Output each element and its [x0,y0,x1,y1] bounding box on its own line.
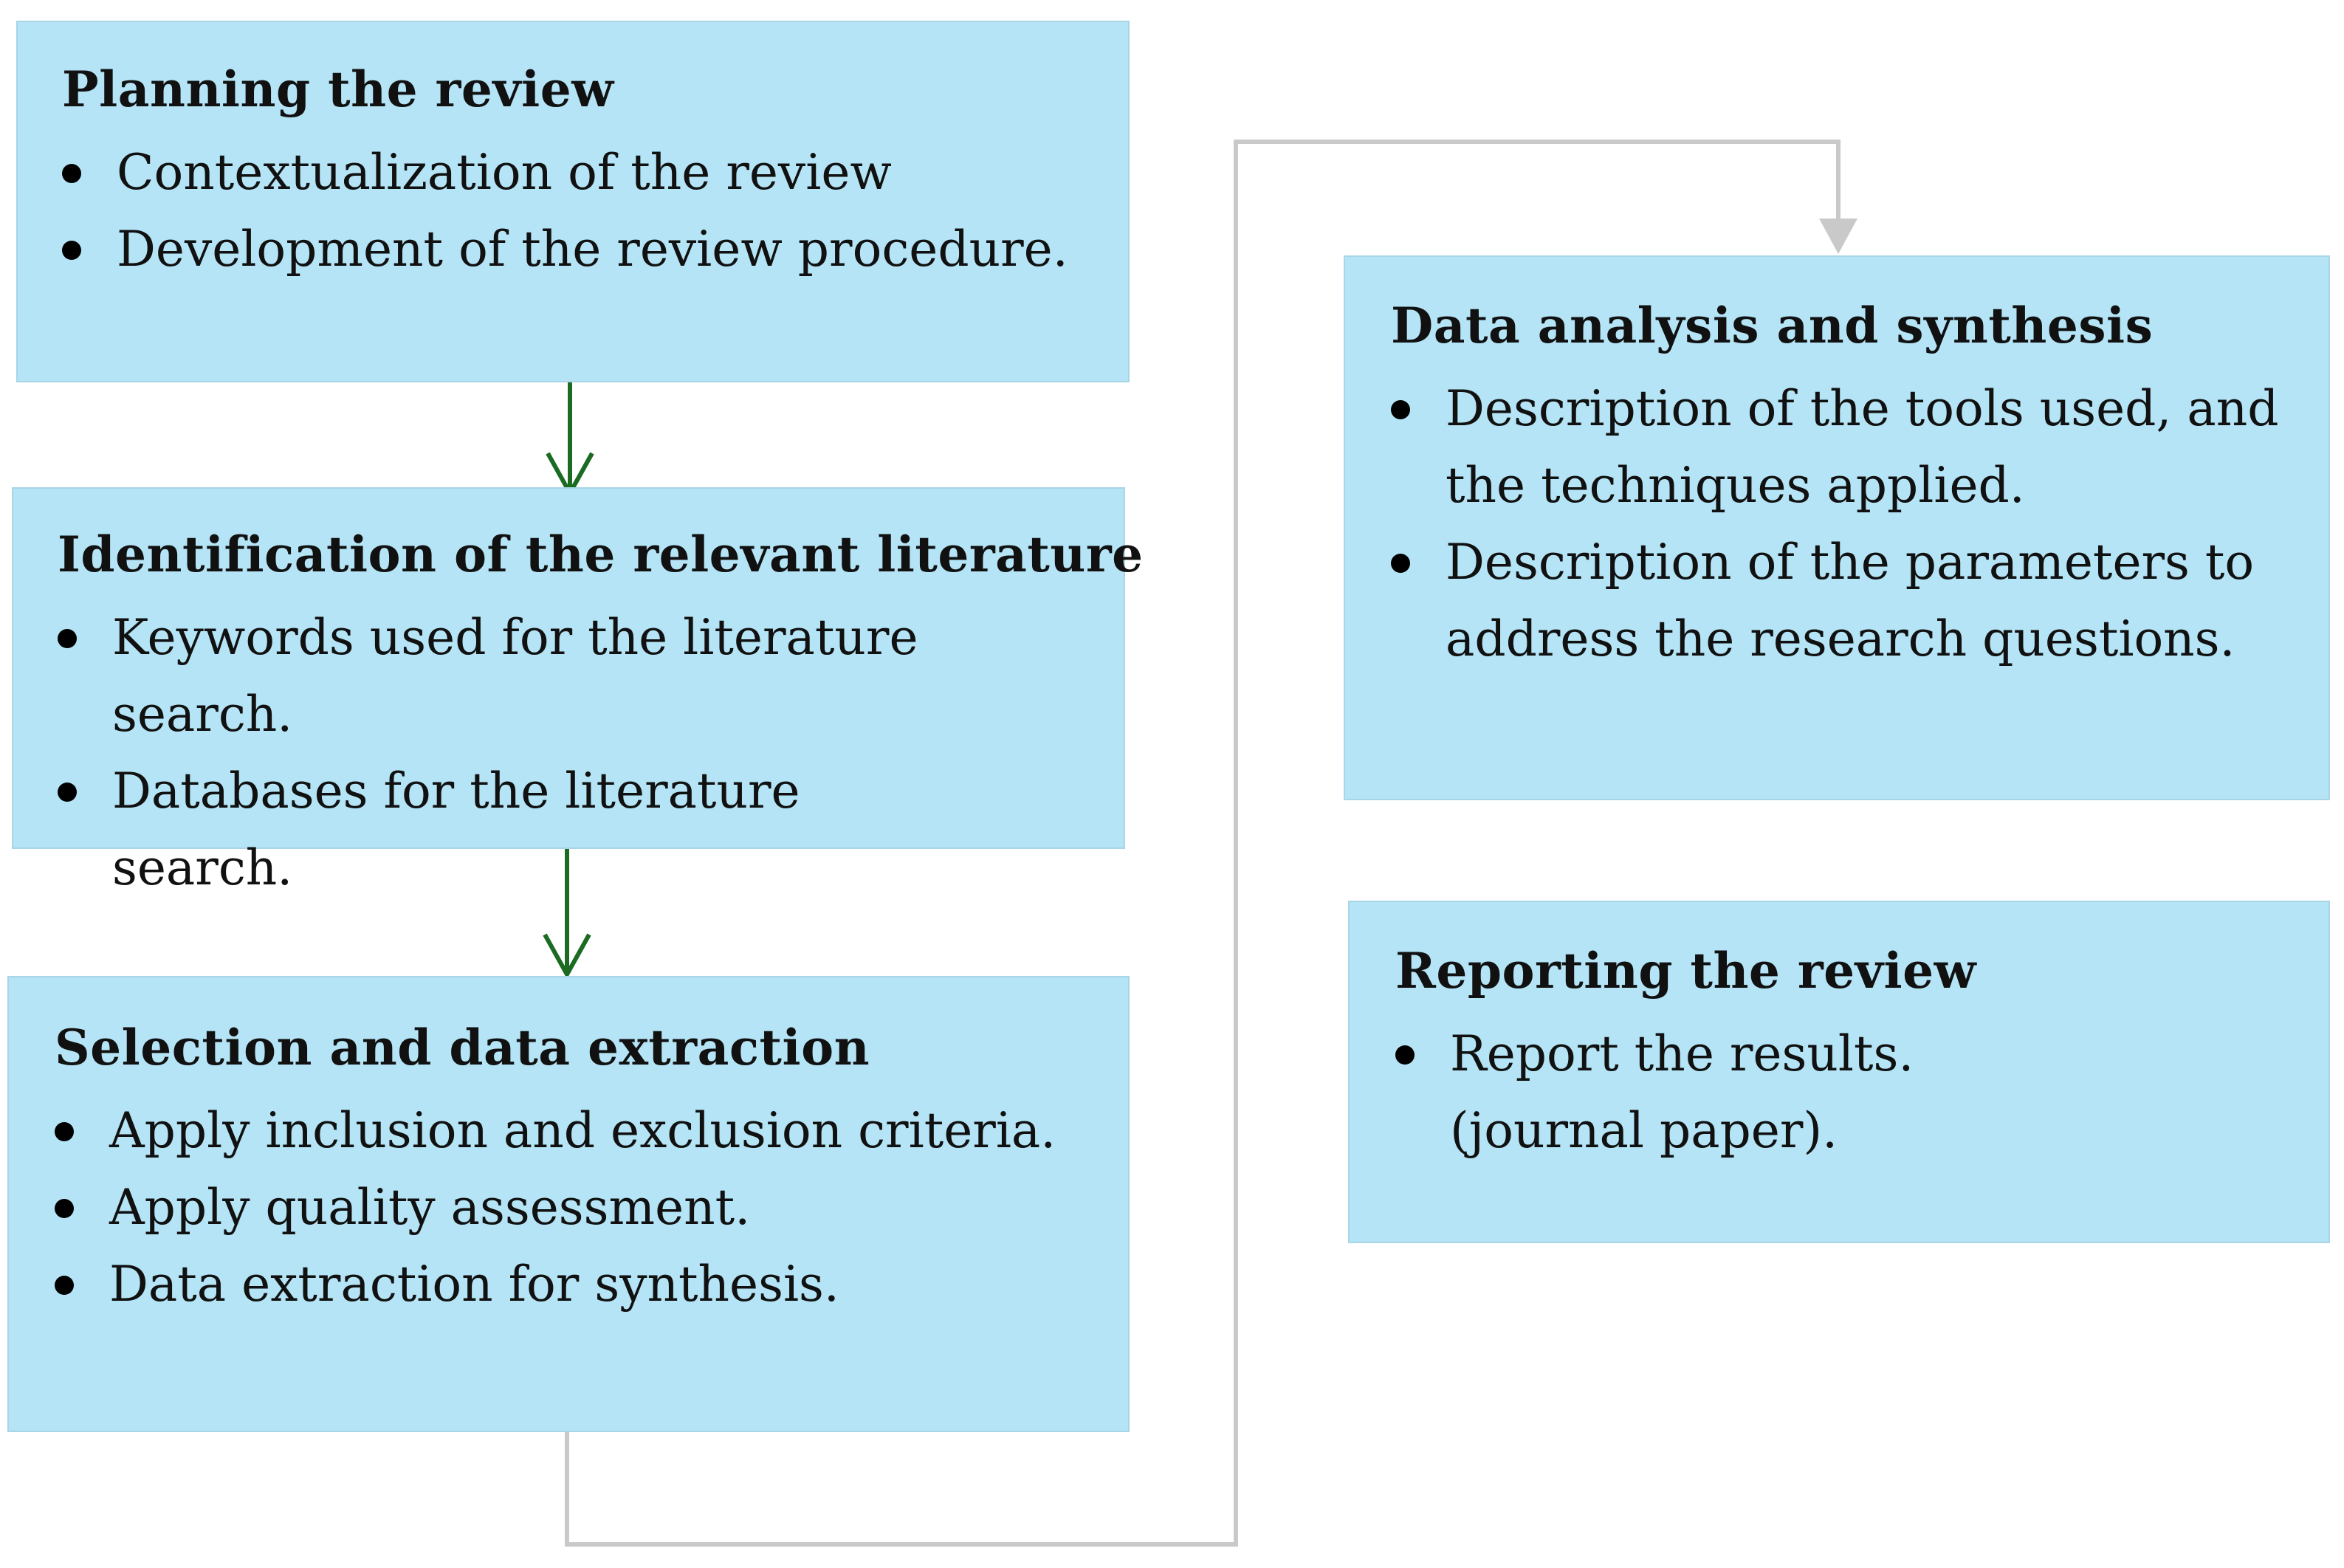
step-analysis-box: Data analysis and synthesis Description … [1344,255,2330,800]
list-item: Apply quality assessment. [55,1169,1118,1246]
step-items: Report the results. (journal paper). [1395,1016,1956,1169]
arrow-planning-to-identification [546,382,594,498]
bullet-icon [58,783,77,802]
arrow-identification-to-selection [543,847,591,980]
step-items: Contextualization of the review Developm… [62,134,1110,288]
step-items: Keywords used for the literature search.… [58,599,921,907]
step-title: Planning the review [62,61,614,118]
bullet-icon [1395,1045,1415,1065]
list-item: Description of the tools used, and the t… [1391,371,2306,524]
step-items: Apply inclusion and exclusion criteria. … [55,1093,1118,1323]
list-item: Contextualization of the review [62,134,1110,211]
bullet-icon [55,1199,74,1218]
step-planning-box: Planning the review Contextualization of… [16,21,1130,382]
step-identification-box: Identification of the relevant literatur… [12,487,1143,896]
list-item: Data extraction for synthesis. [55,1246,1118,1323]
bullet-icon [1391,554,1410,573]
step-reporting-box: Reporting the review Report the results.… [1348,901,2330,1243]
list-item: Development of the review procedure. [62,211,1110,288]
connector-selection-to-analysis [565,140,1857,1547]
bullet-icon [55,1276,74,1295]
bullet-icon [62,164,81,183]
list-item: Keywords used for the literature search. [58,599,921,753]
bullet-icon [55,1122,74,1141]
step-selection-box: Selection and data extraction Apply incl… [7,976,1130,1432]
list-item: Report the results. (journal paper). [1395,1016,1956,1169]
bullet-icon [62,241,81,260]
bullet-icon [58,629,77,648]
step-title: Selection and data extraction [55,1019,870,1076]
step-title: Identification of the relevant literatur… [58,526,1144,583]
bullet-icon [1391,400,1410,419]
list-item: Description of the parameters to address… [1391,524,2306,678]
list-item: Apply inclusion and exclusion criteria. [55,1093,1118,1169]
list-item: Databases for the literature search. [58,753,921,907]
step-items: Description of the tools used, and the t… [1391,371,2306,678]
arrowhead-icon [1819,219,1857,254]
step-title: Reporting the review [1395,942,1976,1000]
step-title: Data analysis and synthesis [1391,297,2154,354]
